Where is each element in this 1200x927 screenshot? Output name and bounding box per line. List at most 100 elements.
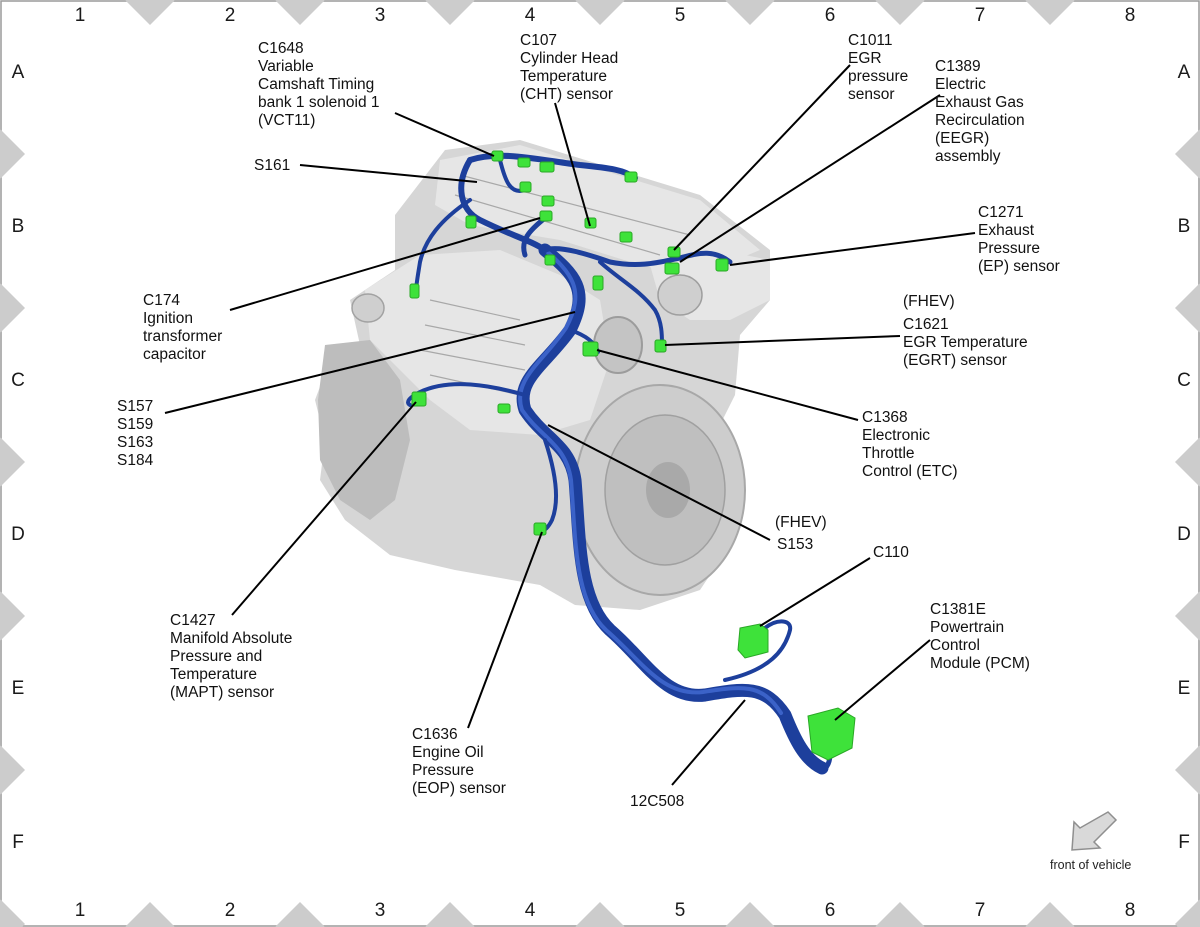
callout-12c508: 12C508 bbox=[630, 793, 684, 810]
connector-left-1 bbox=[465, 215, 477, 229]
harness-trunk-highlight bbox=[518, 246, 783, 715]
callout-line: Recirculation bbox=[935, 112, 1025, 129]
callout-line: S163 bbox=[117, 434, 153, 451]
harness-branch-right bbox=[542, 246, 733, 268]
connector-c1636 bbox=[533, 522, 547, 536]
connector-top-1 bbox=[517, 157, 531, 168]
grid-row-label: E bbox=[1178, 678, 1191, 699]
callout-s157-group: S157 S159 S163 S184 bbox=[117, 398, 154, 469]
callout-line: bank 1 solenoid 1 bbox=[258, 94, 380, 111]
callout-line: Electric bbox=[935, 76, 986, 93]
connector-c174 bbox=[539, 210, 553, 222]
callout-c1621: (FHEV) C1621 EGR Temperature (EGRT) sens… bbox=[903, 293, 1028, 369]
callout-c107: C107 Cylinder Head Temperature (CHT) sen… bbox=[520, 32, 618, 103]
callout-line: S159 bbox=[117, 416, 153, 433]
connector-c1011 bbox=[667, 246, 681, 258]
leader-s153 bbox=[547, 424, 771, 541]
leader-c1381e bbox=[834, 639, 931, 721]
frame-marker-top bbox=[275, 0, 325, 25]
grid-row-label: F bbox=[1178, 832, 1190, 853]
connector-c1368 bbox=[582, 341, 599, 357]
grid-row-label: C bbox=[11, 370, 25, 391]
frame-marker-bottom bbox=[725, 902, 775, 927]
harness-branch-mapt bbox=[406, 382, 527, 407]
connector-far-left bbox=[409, 283, 420, 299]
grid-col-label: 8 bbox=[1125, 5, 1136, 26]
callout-line: sensor bbox=[848, 86, 895, 103]
frame-marker-left bbox=[0, 283, 25, 333]
grid-col-label: 1 bbox=[75, 900, 86, 921]
callout-s153: (FHEV) S153 bbox=[775, 514, 827, 553]
leader-c1271 bbox=[729, 232, 976, 266]
callout-line: EGR bbox=[848, 50, 882, 67]
callout-line: (EEGR) bbox=[935, 130, 989, 147]
grid-col-label: 1 bbox=[75, 5, 86, 26]
callout-line: Camshaft Timing bbox=[258, 76, 374, 93]
frame-marker-bottom bbox=[425, 902, 475, 927]
callout-line: 12C508 bbox=[630, 793, 684, 810]
grid-column-labels-top: 1 2 3 4 5 6 7 8 bbox=[75, 5, 1136, 26]
callout-line: Temperature bbox=[170, 666, 257, 683]
callout-line: (VCT11) bbox=[258, 112, 315, 129]
callout-line: Module (PCM) bbox=[930, 655, 1030, 672]
leader-s161 bbox=[299, 164, 478, 183]
frame-marker-right bbox=[1175, 899, 1200, 927]
grid-row-labels-left: A B C D E F bbox=[11, 62, 25, 853]
leader-c1621 bbox=[664, 335, 901, 346]
callout-line: transformer bbox=[143, 328, 222, 345]
engine-illustration bbox=[315, 140, 770, 610]
callout-line: Control bbox=[930, 637, 980, 654]
callout-c1427: C1427 Manifold Absolute Pressure and Tem… bbox=[170, 612, 292, 701]
callout-line: Manifold Absolute bbox=[170, 630, 292, 647]
callout-line: C174 bbox=[143, 292, 180, 309]
frame-marker-top bbox=[425, 0, 475, 25]
callout-line: Pressure bbox=[978, 240, 1040, 257]
callout-line: Engine Oil bbox=[412, 744, 484, 761]
frame-marker-right bbox=[1175, 437, 1200, 487]
flywheel-hub bbox=[646, 462, 690, 518]
frame-marker-left bbox=[0, 745, 25, 795]
callout-line: Pressure and bbox=[170, 648, 262, 665]
grid-col-label: 4 bbox=[525, 5, 536, 26]
callout-c1011: C1011 EGR pressure sensor bbox=[848, 32, 908, 103]
frame-marker-top bbox=[125, 0, 175, 25]
grid-row-label: D bbox=[11, 524, 25, 545]
callout-line: C1368 bbox=[862, 409, 908, 426]
leader-c174 bbox=[229, 217, 541, 311]
callout-s161: S161 bbox=[254, 157, 290, 174]
callout-line: C1648 bbox=[258, 40, 304, 57]
callout-line: Control (ETC) bbox=[862, 463, 958, 480]
callout-line: (EP) sensor bbox=[978, 258, 1060, 275]
grid-col-label: 5 bbox=[675, 900, 686, 921]
callout-line: C1636 bbox=[412, 726, 458, 743]
grid-row-label: A bbox=[12, 62, 25, 83]
callout-line: S153 bbox=[777, 536, 813, 553]
callout-line: C110 bbox=[873, 544, 909, 561]
harness-branch-c110 bbox=[723, 619, 793, 682]
callout-c1381e: C1381E Powertrain Control Module (PCM) bbox=[930, 601, 1030, 672]
arrow-down-left-icon bbox=[1071, 811, 1118, 851]
connector-mid-1 bbox=[584, 217, 597, 229]
egr-valve bbox=[657, 274, 703, 316]
connector-c1389 bbox=[664, 262, 680, 275]
callout-line: Powertrain bbox=[930, 619, 1004, 636]
grid-row-label: C bbox=[1177, 370, 1191, 391]
frame-marker-bottom bbox=[1025, 902, 1075, 927]
frame-marker-top bbox=[875, 0, 925, 25]
frame-marker-bottom bbox=[275, 902, 325, 927]
frame-marker-right bbox=[1175, 591, 1200, 641]
callout-line: Variable bbox=[258, 58, 314, 75]
grid-row-label: B bbox=[12, 216, 25, 237]
callout-line: (EGRT) sensor bbox=[903, 352, 1007, 369]
callout-line: assembly bbox=[935, 148, 1001, 165]
grid-col-label: 6 bbox=[825, 5, 836, 26]
callout-line: capacitor bbox=[143, 346, 206, 363]
connectors bbox=[409, 150, 856, 761]
connector-top-3 bbox=[624, 171, 638, 183]
callout-line: Cylinder Head bbox=[520, 50, 618, 67]
callout-line: C1381E bbox=[930, 601, 986, 618]
callout-line: C1427 bbox=[170, 612, 216, 629]
callout-line: C107 bbox=[520, 32, 557, 49]
